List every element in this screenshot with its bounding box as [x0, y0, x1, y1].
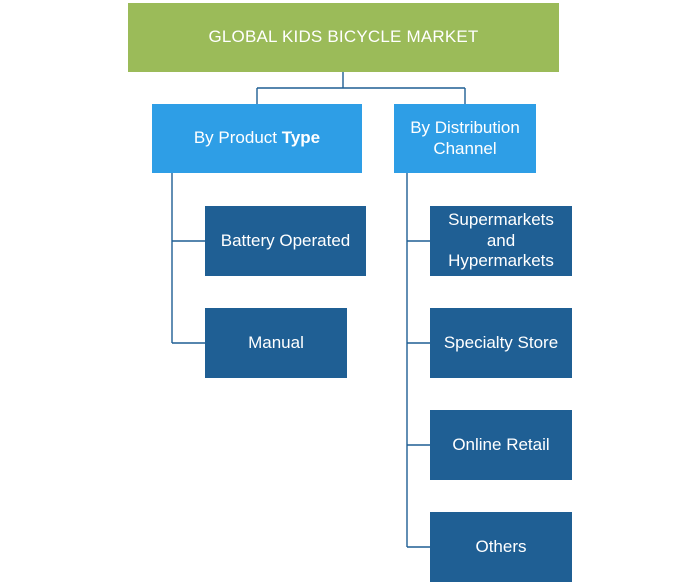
category-label-product-type-regular: By Product — [193, 128, 282, 148]
leaf-label-others: Others — [475, 536, 527, 556]
category-label-distribution-channel: By Distribution Channel — [410, 117, 520, 158]
leaf-label-online-retail: Online Retail — [452, 434, 550, 454]
leaf-label-manual: Manual — [248, 332, 304, 352]
leaf-node-others: Others — [430, 512, 572, 582]
category-node-distribution-channel: By Distribution Channel — [394, 104, 536, 173]
leaf-node-supermarkets-hypermarkets: Supermarkets and Hypermarkets — [430, 206, 572, 276]
leaf-label-supermarkets-hypermarkets: Supermarkets and Hypermarkets — [448, 209, 554, 271]
leaf-node-online-retail: Online Retail — [430, 410, 572, 480]
root-node-label: GLOBAL KIDS BICYCLE MARKET — [208, 27, 479, 47]
leaf-label-specialty-store: Specialty Store — [443, 332, 559, 352]
leaf-node-manual: Manual — [205, 308, 347, 378]
category-label-product-type-bold: Type — [281, 128, 321, 148]
root-node: GLOBAL KIDS BICYCLE MARKET — [128, 3, 559, 72]
category-label-product-type: By Product Type — [194, 128, 320, 149]
leaf-label-battery-operated: Battery Operated — [220, 230, 351, 250]
leaf-node-specialty-store: Specialty Store — [430, 308, 572, 378]
leaf-node-battery-operated: Battery Operated — [205, 206, 366, 276]
category-node-product-type: By Product Type — [152, 104, 362, 173]
